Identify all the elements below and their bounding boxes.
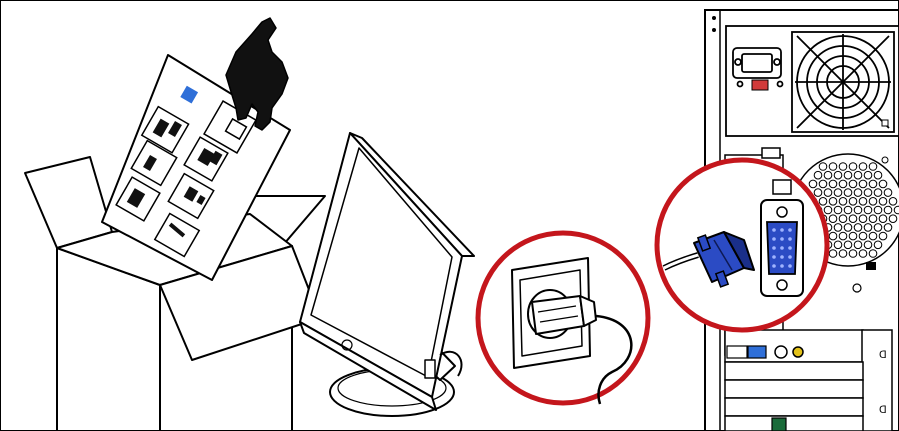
fan-hole xyxy=(874,189,882,197)
fan-hole xyxy=(824,206,832,214)
fan-hole xyxy=(829,180,837,188)
svg-text:ᗡ: ᗡ xyxy=(879,350,887,361)
fan-hole xyxy=(834,241,842,249)
fan-hole xyxy=(814,171,822,179)
fan-hole xyxy=(819,198,827,206)
vga-pin xyxy=(772,264,776,268)
vga-pin xyxy=(772,255,776,259)
fan-hole xyxy=(864,224,872,232)
fan-hole xyxy=(869,198,877,206)
fan-hole xyxy=(854,189,862,197)
fan-hole xyxy=(834,189,842,197)
fan-hole xyxy=(839,250,847,258)
fan-hole xyxy=(839,180,847,188)
fan-hole xyxy=(854,206,862,214)
fan-hole xyxy=(864,241,872,249)
fan-hole xyxy=(879,180,887,188)
fan-hole xyxy=(854,241,862,249)
fan-hole xyxy=(844,241,852,249)
fan-hole xyxy=(874,224,882,232)
fan-hole xyxy=(874,206,882,214)
vga-pin xyxy=(788,228,792,232)
fan-hole xyxy=(894,206,899,214)
fan-hole xyxy=(859,250,867,258)
fan-hole xyxy=(824,189,832,197)
vga-pin xyxy=(788,237,792,241)
fan-hole xyxy=(839,198,847,206)
fan-hole xyxy=(819,180,827,188)
fan-hole xyxy=(869,215,877,223)
fan-hole xyxy=(829,198,837,206)
fan-grille-icon xyxy=(792,32,894,132)
fan-hole xyxy=(864,171,872,179)
fan-hole xyxy=(844,171,852,179)
fan-hole xyxy=(844,206,852,214)
voltage-switch xyxy=(752,80,768,90)
vga-callout xyxy=(657,160,827,330)
vga-pin xyxy=(780,246,784,250)
expansion-slots xyxy=(725,330,892,431)
fan-hole xyxy=(849,180,857,188)
fan-hole xyxy=(879,215,887,223)
fan-hole xyxy=(864,189,872,197)
fan-hole xyxy=(844,224,852,232)
fan-hole xyxy=(814,189,822,197)
vga-pin xyxy=(780,255,784,259)
fan-hole xyxy=(884,189,892,197)
vga-pin xyxy=(788,264,792,268)
fan-hole xyxy=(859,180,867,188)
fan-hole xyxy=(869,163,877,171)
fan-hole xyxy=(869,180,877,188)
fan-hole xyxy=(844,189,852,197)
fan-hole xyxy=(839,163,847,171)
vga-pin xyxy=(772,246,776,250)
fan-hole xyxy=(819,163,827,171)
fan-hole xyxy=(849,215,857,223)
lock-slot xyxy=(866,262,876,270)
fan-hole xyxy=(849,250,857,258)
vga-pin xyxy=(780,237,784,241)
fan-hole xyxy=(834,171,842,179)
fan-hole xyxy=(889,215,897,223)
fan-hole xyxy=(839,215,847,223)
fan-hole xyxy=(849,198,857,206)
power-callout xyxy=(478,233,648,404)
fan-hole xyxy=(829,215,837,223)
fan-hole xyxy=(834,206,842,214)
fan-hole xyxy=(849,232,857,240)
vga-pin xyxy=(780,228,784,232)
fan-hole xyxy=(884,206,892,214)
fan-hole xyxy=(859,232,867,240)
svg-text:ᗡ: ᗡ xyxy=(879,405,887,416)
fan-hole xyxy=(829,232,837,240)
fan-hole xyxy=(824,171,832,179)
fan-hole xyxy=(849,163,857,171)
fan-hole xyxy=(879,232,887,240)
fan-hole xyxy=(859,198,867,206)
fan-hole xyxy=(874,241,882,249)
fan-hole xyxy=(859,163,867,171)
fan-hole xyxy=(864,206,872,214)
fan-hole xyxy=(889,198,897,206)
vga-pin xyxy=(788,255,792,259)
vga-pin xyxy=(788,246,792,250)
fan-hole xyxy=(859,215,867,223)
fan-hole xyxy=(869,232,877,240)
fan-hole xyxy=(829,250,837,258)
vga-pin xyxy=(780,264,784,268)
fan-hole xyxy=(809,180,817,188)
fan-hole xyxy=(834,224,842,232)
vga-pin xyxy=(772,228,776,232)
fan-hole xyxy=(869,250,877,258)
vga-port-icon xyxy=(761,200,803,296)
fan-hole xyxy=(839,232,847,240)
fan-hole xyxy=(854,171,862,179)
fan-hole xyxy=(854,224,862,232)
fan-hole xyxy=(829,163,837,171)
vga-pin xyxy=(772,237,776,241)
fan-hole xyxy=(879,198,887,206)
fan-hole xyxy=(874,171,882,179)
fan-hole xyxy=(884,224,892,232)
